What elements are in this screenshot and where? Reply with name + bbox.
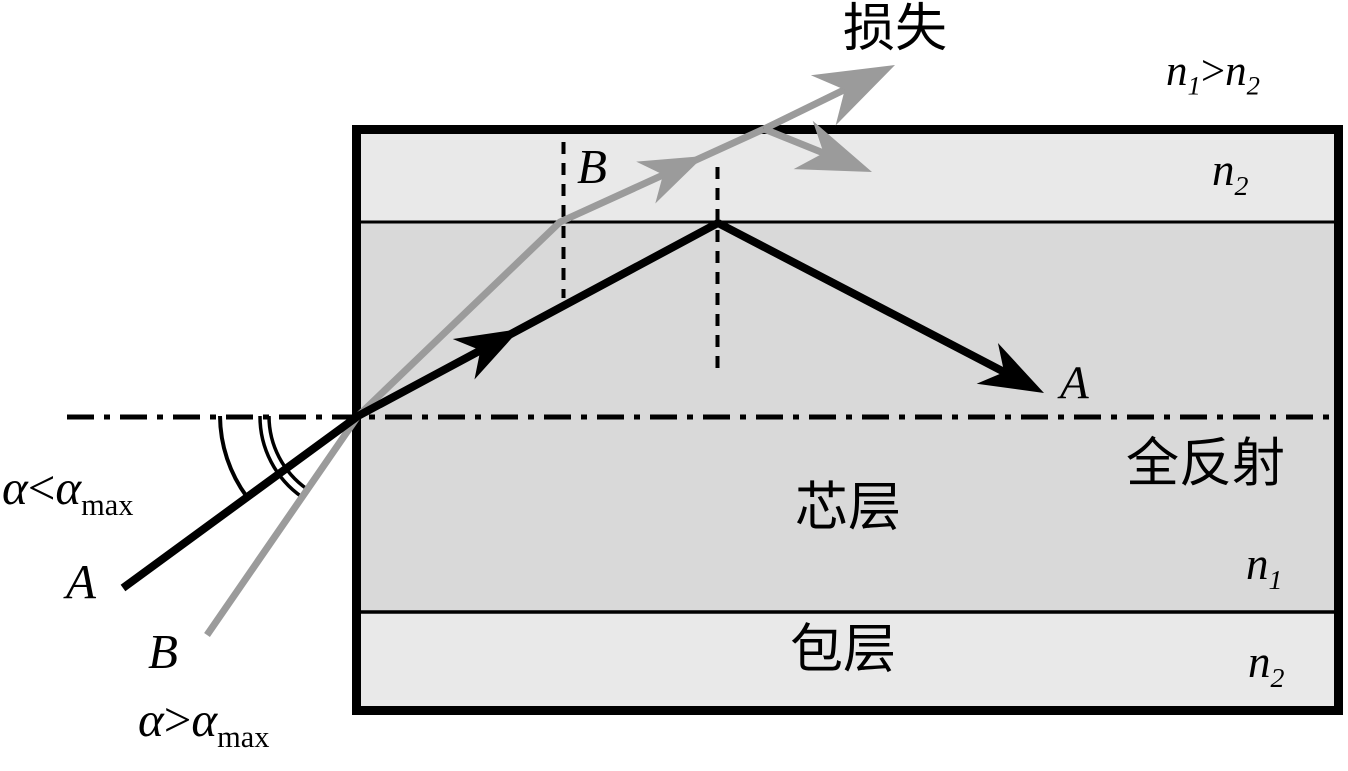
text-sub: 1 bbox=[1268, 565, 1283, 596]
text-run: α bbox=[55, 460, 82, 515]
total-internal-reflection-label: 全反射 bbox=[1126, 435, 1285, 493]
ray-b-transmitted-line bbox=[762, 82, 854, 133]
top-cladding-region bbox=[352, 125, 1343, 222]
ray-b-partial-reflection-line bbox=[762, 125, 828, 158]
ray-a-reflected-label: A bbox=[1060, 357, 1089, 409]
text-run: n bbox=[1246, 539, 1269, 589]
ray-b-source-label: B bbox=[148, 624, 178, 679]
ray-b-reflected-arrowhead-icon bbox=[793, 120, 872, 172]
ray-a-reflected-line bbox=[716, 219, 1010, 378]
text-sub: 2 bbox=[1246, 70, 1260, 101]
text-sub: 1 bbox=[1187, 70, 1201, 101]
angle-condition-a-label: α<αmax bbox=[2, 460, 133, 520]
index-relation-label: n1>n2 bbox=[1166, 48, 1260, 99]
angle-arc-alpha-b-outer bbox=[258, 415, 304, 499]
text-run: n bbox=[1248, 637, 1271, 687]
text-run: n bbox=[1166, 48, 1188, 95]
angle-arc-alpha-b-inner bbox=[267, 415, 309, 491]
angle-condition-b-label: α>αmax bbox=[138, 692, 269, 752]
text-run: n bbox=[1212, 145, 1235, 195]
ray-a-core-arrowhead-icon bbox=[452, 329, 520, 380]
text-run: α bbox=[2, 460, 28, 515]
ray-b-path bbox=[204, 125, 766, 637]
text-sub: max bbox=[217, 719, 270, 754]
text-run: α bbox=[191, 692, 218, 747]
top-cladding-index-label: n2 bbox=[1212, 145, 1248, 201]
ray-b-loss-arrowhead-icon bbox=[810, 65, 895, 126]
ray-a-reflected-arrowhead-icon bbox=[976, 342, 1044, 393]
core-index-label: n1 bbox=[1246, 539, 1282, 595]
bottom-cladding-index-label: n2 bbox=[1248, 637, 1284, 693]
text-sub: 2 bbox=[1270, 663, 1285, 694]
bottom-cladding-region bbox=[352, 611, 1343, 715]
text-run: > bbox=[163, 692, 192, 747]
text-sub: max bbox=[81, 487, 134, 522]
loss-label: 损失 bbox=[843, 1, 948, 58]
text-sub: 2 bbox=[1234, 171, 1249, 202]
text-run: > bbox=[1200, 48, 1226, 95]
core-layer-label: 芯层 bbox=[795, 479, 901, 537]
angle-arc-alpha-a bbox=[218, 415, 249, 499]
ray-a-source-label: A bbox=[66, 554, 96, 609]
text-run: n bbox=[1225, 48, 1247, 95]
text-run: < bbox=[27, 460, 56, 515]
ray-b-cladding-arrowhead-icon bbox=[636, 156, 704, 204]
ray-a-path bbox=[120, 219, 720, 592]
ray-b-refracted-label: B bbox=[577, 139, 607, 194]
text-run: α bbox=[138, 692, 164, 747]
bottom-cladding-layer-label: 包层 bbox=[790, 621, 896, 679]
